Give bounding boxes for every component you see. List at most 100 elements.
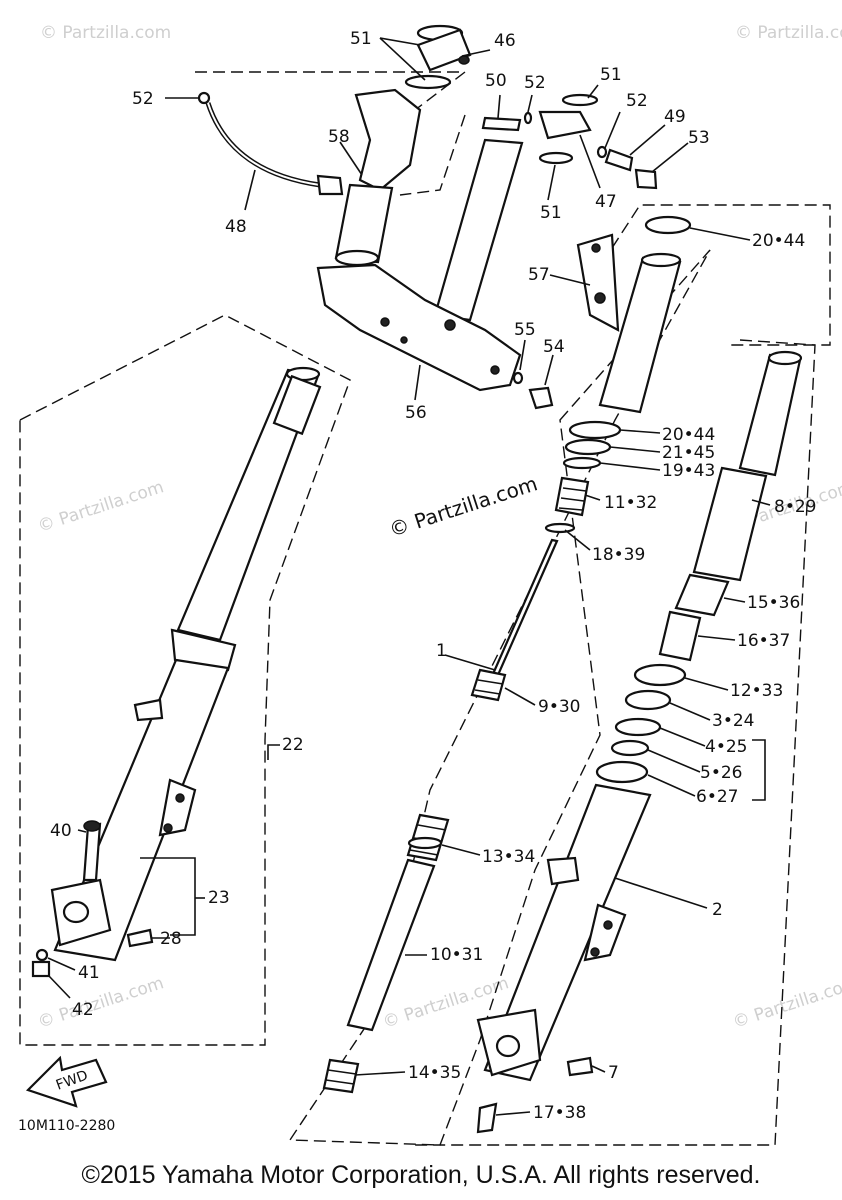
label-51: 51 [540,203,562,223]
seal-12-33 [633,663,687,687]
label-21-45: 21•45 [662,443,715,463]
top-bracket-parts [197,24,658,196]
label-28: 28 [160,929,182,949]
label-41: 41 [78,963,100,983]
label-23: 23 [208,888,230,908]
label-9-30: 9•30 [538,697,580,717]
part-labels: 51 46 52 50 52 51 52 49 53 58 51 47 48 2… [50,29,816,1123]
label-55: 55 [514,320,536,340]
label-5-26: 5•26 [700,763,742,783]
left-fork-assembly [31,366,322,978]
label-13-34: 13•34 [482,847,535,867]
o-ring-51d [538,151,574,165]
label-15-36: 15•36 [747,593,800,613]
label-22: 22 [282,735,304,755]
bolt-50 [481,116,522,132]
label-42: 42 [72,1000,94,1020]
label-53: 53 [688,128,710,148]
label-20-44: 20•44 [752,231,805,251]
label-51: 51 [600,65,622,85]
joint-47 [538,110,592,140]
ring-20-44-top [644,215,692,235]
leader-lines [47,37,771,1116]
spring-14-35 [322,1058,360,1094]
bolt-54 [528,386,554,410]
label-52: 52 [524,73,546,93]
center-watermark: © Partzilla.com [386,471,540,542]
bolt-40 [82,822,102,882]
label-56: 56 [405,403,427,423]
diagram-code: 10M110-2280 [18,1118,115,1134]
label-2: 2 [712,900,723,920]
damper-rod-1 [491,538,559,677]
spring-9-30 [470,668,507,702]
label-48: 48 [225,217,247,237]
cap-53 [634,168,658,190]
drain-28 [126,928,154,948]
upper-tube-assembly [316,138,554,410]
ring-20-44 [568,420,622,440]
dust-seal-6-27 [595,760,649,784]
label-50: 50 [485,71,507,91]
label-52: 52 [132,89,154,109]
bracket-58 [354,88,422,192]
bushing-16-37 [658,610,702,662]
fwd-arrow-icon: FWD [25,1055,108,1108]
inner-tube-right [738,353,802,477]
outer-tube-2 [483,783,652,1082]
label-6-27: 6•27 [696,787,738,807]
bushing-15-36 [674,573,730,617]
label-19-43: 19•43 [662,461,715,481]
o-ring-51-lower [404,74,452,90]
clip-52b [523,111,533,125]
cylinder-10-31 [346,858,436,1032]
bolt-17-38 [476,1102,498,1134]
label-12-33: 12•33 [730,681,783,701]
label-46: 46 [494,31,516,51]
label-7: 7 [608,1063,619,1083]
label-51: 51 [350,29,372,49]
label-4-25: 4•25 [705,737,747,757]
clip-5-26 [610,739,650,757]
label-20-44: 20•44 [662,425,715,445]
upper-tube-left [334,183,394,264]
circlip-18-39 [544,522,576,534]
label-47: 47 [595,192,617,212]
label-49: 49 [664,107,686,127]
nut-42 [31,960,51,978]
washer-3-24 [624,689,672,711]
label-14-35: 14•35 [408,1063,461,1083]
label-8-29: 8•29 [774,497,816,517]
label-17-38: 17•38 [533,1103,586,1123]
bolt-49 [604,148,634,172]
label-18-39: 18•39 [592,545,645,565]
watermark: © Partzilla.com [730,973,842,1033]
spacer-8-29 [692,466,768,582]
label-11-32: 11•32 [604,493,657,513]
clip-52 [197,91,211,105]
clip-19-43 [562,456,602,470]
copyright-notice: ©2015 Yamaha Motor Corporation, U.S.A. A… [82,1161,761,1189]
label-10-31: 10•31 [430,945,483,965]
brake-hose-48-end [316,174,344,196]
under-bracket-56 [316,263,522,392]
label-3-24: 3•24 [712,711,754,731]
cap-11-32 [554,476,590,517]
bracket-57 [576,233,620,332]
piston-ring-13-34 [407,836,443,850]
ring-21-45 [564,438,612,456]
label-54: 54 [543,337,565,357]
clip-55 [512,371,524,385]
washer-41 [35,948,49,962]
label-40: 40 [50,821,72,841]
group-outlines [19,71,831,1146]
drain-7 [566,1056,594,1077]
watermark: © Partzilla.com [40,23,171,43]
label-52: 52 [626,91,648,111]
upper-tube-right [433,138,524,322]
seal-4-25 [614,717,662,737]
clip-52c [596,145,608,159]
label-57: 57 [528,265,550,285]
right-upper-tube [576,215,692,414]
